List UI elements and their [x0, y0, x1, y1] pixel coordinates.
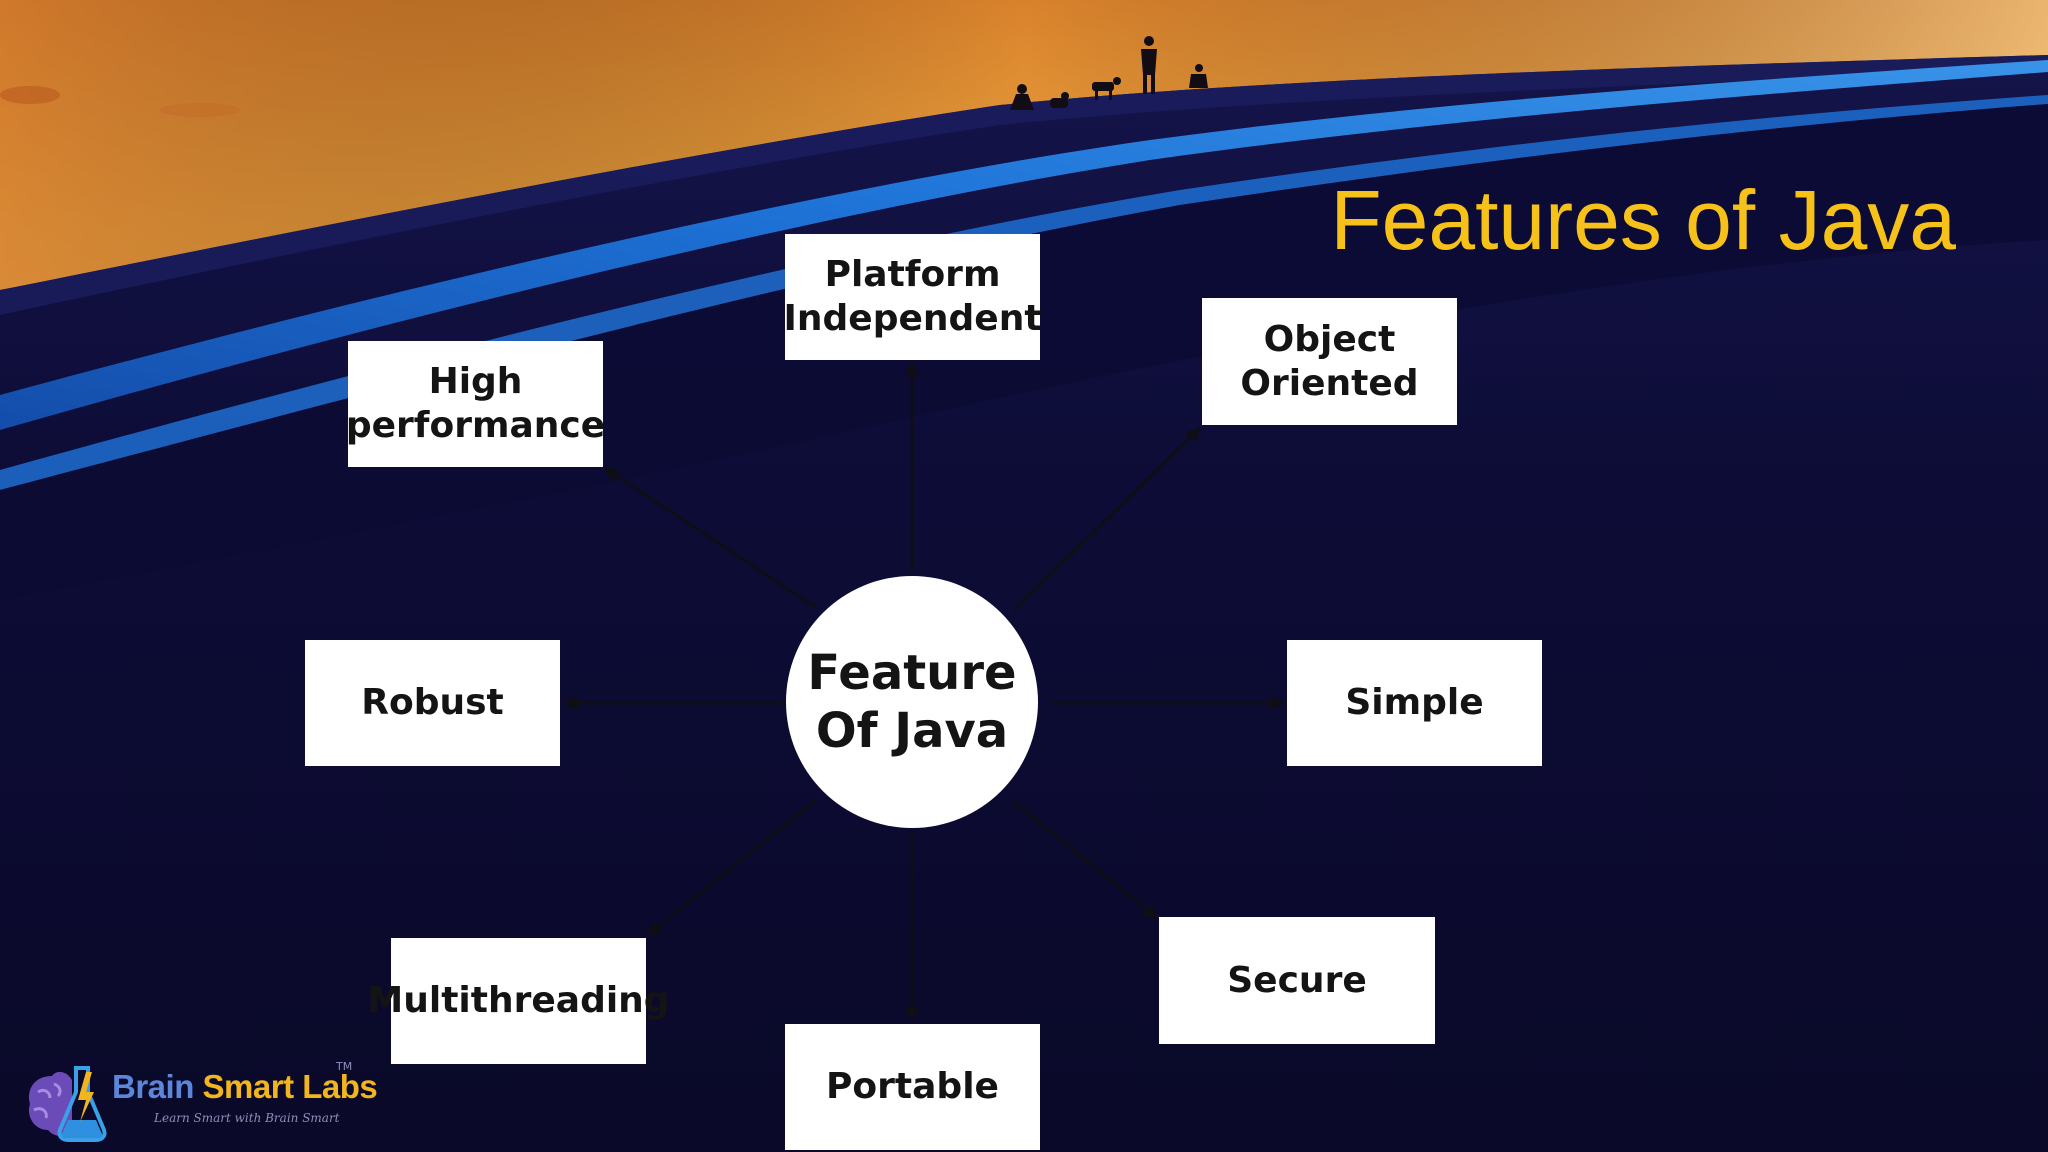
brand-tagline: Learn Smart with Brain Smart — [154, 1111, 340, 1125]
feature-object-oriented: Object Oriented — [1202, 298, 1457, 425]
brand-logo: Brain Smart Labs Learn Smart with Brain … — [24, 1058, 378, 1148]
feature-simple: Simple — [1287, 640, 1542, 766]
cloud-wisp — [160, 103, 240, 117]
feature-portable: Portable — [785, 1024, 1040, 1150]
cloud-wisp — [0, 86, 60, 104]
feature-secure: Secure — [1159, 917, 1435, 1044]
people-silhouettes — [1010, 36, 1208, 110]
trademark-mark: TM — [336, 1060, 353, 1073]
dune — [0, 55, 2048, 1152]
feature-robust: Robust — [305, 640, 560, 766]
brand-name-part2: Smart Labs — [202, 1068, 378, 1105]
feature-multithreading: Multithreading — [367, 938, 670, 1064]
feature-platform-independent: Platform Independent — [783, 234, 1042, 360]
arrow-to-secure — [1011, 798, 1159, 920]
arrow-to-multithreading — [646, 798, 817, 937]
feature-high-performance: High performance — [346, 341, 605, 467]
connectors — [562, 360, 1286, 1022]
arrow-to-high-performance — [603, 466, 816, 609]
hub-circle: Feature Of Java — [786, 576, 1038, 828]
brand-name-part1: Brain — [112, 1068, 194, 1105]
slide-title: Features of Java — [1330, 173, 1956, 267]
brand-name: Brain Smart Labs — [112, 1068, 378, 1106]
arrow-to-object-oriented — [1012, 426, 1202, 612]
brain-flask-icon — [28, 1066, 107, 1142]
